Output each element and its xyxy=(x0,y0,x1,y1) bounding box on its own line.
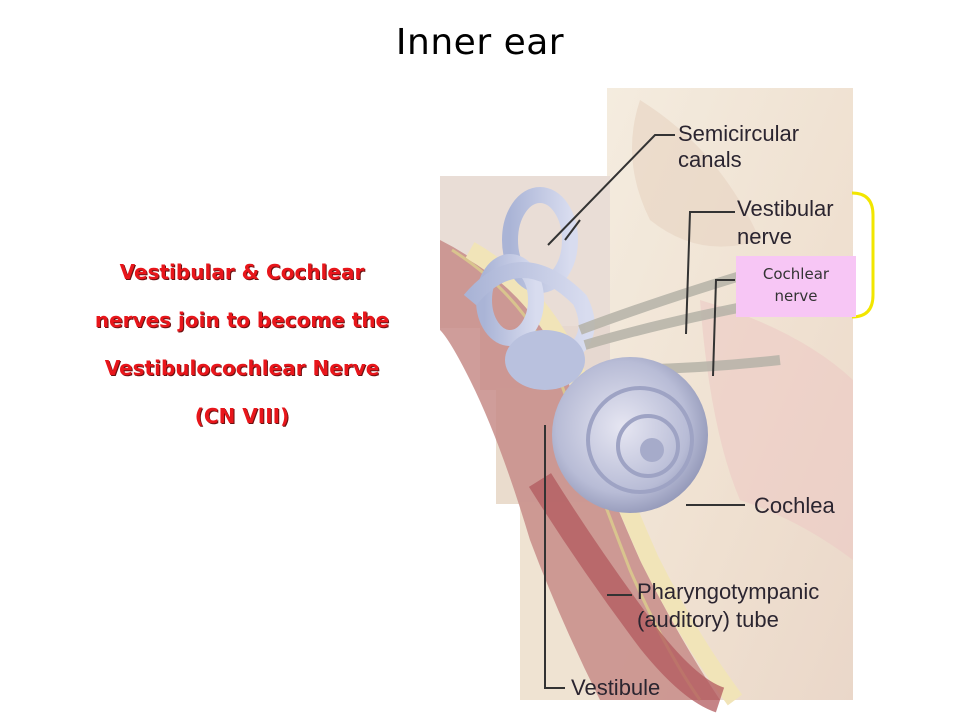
label-semicircular-1: Semicircular xyxy=(678,121,799,146)
label-vestibule: Vestibule xyxy=(571,675,660,700)
label-pharyngo-2: (auditory) tube xyxy=(637,607,779,632)
leader-lines xyxy=(544,134,745,689)
label-vestibular-2: nerve xyxy=(737,224,792,249)
caption-line-3: Vestibulocochlear Nerve xyxy=(104,356,380,380)
highlight-bracket xyxy=(851,191,875,319)
caption-line-4: (CN VIII) xyxy=(194,404,290,428)
caption-text: Vestibular & Cochlear nerves join to bec… xyxy=(62,248,422,440)
label-pharyngo-1: Pharyngotympanic xyxy=(637,579,819,604)
caption-line-2: nerves join to become the xyxy=(94,308,390,332)
cochlea-shape xyxy=(552,357,708,513)
semicircular-canals xyxy=(463,187,595,368)
cochlear-nerve-label-box: Cochlear nerve xyxy=(736,256,856,317)
label-vestibular-1: Vestibular xyxy=(737,196,834,221)
label-cochlea: Cochlea xyxy=(754,493,835,518)
vestibule-body xyxy=(505,330,585,390)
cochlear-box-line-1: Cochlear xyxy=(762,265,830,283)
slide-title: Inner ear xyxy=(395,22,565,63)
label-semicircular-2: canals xyxy=(678,147,742,172)
cochlear-box-line-2: nerve xyxy=(774,287,818,305)
caption-line-1: Vestibular & Cochlear xyxy=(119,260,365,284)
